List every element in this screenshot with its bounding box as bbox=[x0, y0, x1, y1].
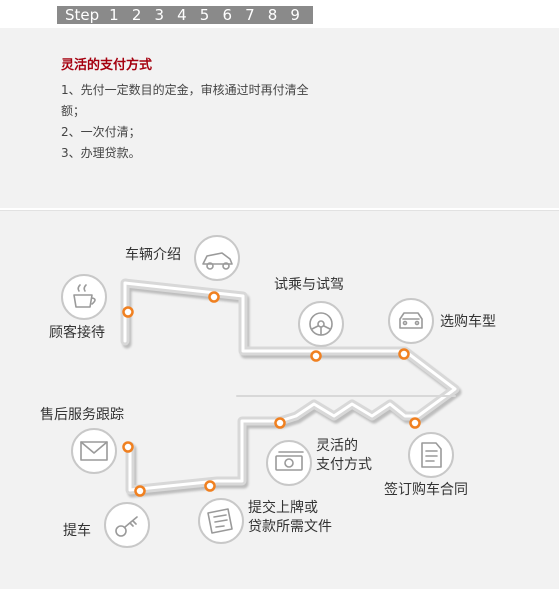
step-label-choose-model: 选购车型 bbox=[440, 314, 496, 330]
step-label-submit-line2: 贷款所需文件 bbox=[248, 519, 332, 535]
money-icon bbox=[266, 440, 312, 486]
description-line-1: 1、先付一定数目的定金，审核通过时再付清全额； bbox=[61, 83, 309, 118]
flow-track bbox=[120, 278, 462, 498]
waypoint-vehicle-intro bbox=[208, 291, 220, 303]
waypoint-test-drive bbox=[310, 350, 322, 362]
description-line-2: 2、一次付清； bbox=[61, 125, 141, 139]
waypoint-payment bbox=[274, 417, 286, 429]
step-label-vehicle-intro: 车辆介绍 bbox=[125, 247, 181, 263]
purchase-flow-diagram: 顾客接待 车辆介绍 试乘与试驾 选购车型 签订购车合同 灵活的 支付方式 提交上… bbox=[0, 210, 559, 589]
step-label: Step bbox=[65, 6, 100, 24]
step-label-payment-line1: 灵活的 bbox=[316, 438, 358, 454]
step-label-reception: 顾客接待 bbox=[49, 325, 105, 341]
step-5-link[interactable]: 5 bbox=[199, 6, 210, 24]
section-title: 灵活的支付方式 bbox=[61, 58, 153, 73]
step-8-link[interactable]: 8 bbox=[267, 6, 278, 24]
step-label-sign-contract: 签订购车合同 bbox=[384, 482, 468, 498]
step-label-payment-line2: 支付方式 bbox=[316, 457, 372, 473]
description-line-3: 3、办理贷款。 bbox=[61, 146, 141, 160]
envelope-icon bbox=[71, 428, 117, 474]
waypoint-after-sales bbox=[122, 441, 134, 453]
step-1-link[interactable]: 1 bbox=[109, 6, 119, 24]
step-label-after-sales: 售后服务跟踪 bbox=[40, 407, 124, 423]
step-label-pickup: 提车 bbox=[63, 523, 91, 539]
step-9-link[interactable]: 9 bbox=[290, 6, 300, 24]
step-label-test-drive: 试乘与试驾 bbox=[274, 277, 344, 293]
car-side-icon bbox=[194, 235, 240, 281]
contract-icon bbox=[408, 432, 454, 478]
waypoint-choose-model bbox=[398, 348, 410, 360]
step-6-link[interactable]: 6 bbox=[222, 6, 232, 24]
car-front-icon bbox=[388, 298, 434, 344]
step-label-submit-line1: 提交上牌或 bbox=[248, 500, 318, 516]
description-lines: 1、先付一定数目的定金，审核通过时再付清全额； 2、一次付清； 3、办理贷款。 bbox=[61, 80, 331, 164]
step-description-panel: 灵活的支付方式 1、先付一定数目的定金，审核通过时再付清全额； 2、一次付清； … bbox=[0, 28, 559, 208]
step-4-link[interactable]: 4 bbox=[177, 6, 187, 24]
step-2-link[interactable]: 2 bbox=[131, 6, 142, 24]
waypoint-pickup bbox=[134, 485, 146, 497]
waypoint-submit-docs bbox=[204, 480, 216, 492]
coffee-cup-icon bbox=[61, 274, 107, 320]
steering-wheel-icon bbox=[298, 301, 344, 347]
waypoint-reception bbox=[122, 306, 134, 318]
step-3-link[interactable]: 3 bbox=[154, 6, 165, 24]
waypoint-sign-contract bbox=[409, 417, 421, 429]
step-7-link[interactable]: 7 bbox=[245, 6, 255, 24]
flow-track-graphic bbox=[61, 235, 462, 548]
step-navigation: Step 1 2 3 4 5 6 7 8 9 bbox=[57, 6, 313, 24]
